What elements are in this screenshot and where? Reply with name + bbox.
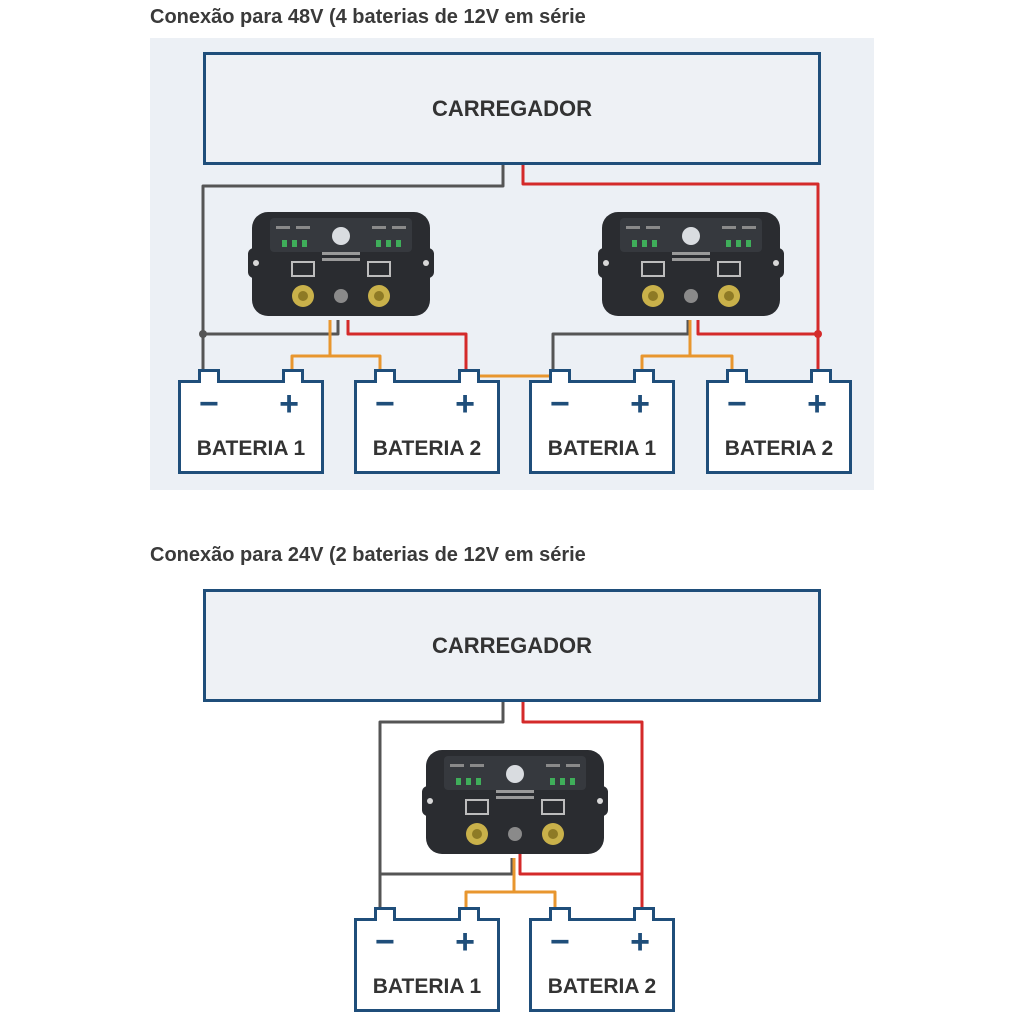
plus-icon: + — [279, 385, 299, 423]
charger-box-48v: CARREGADOR — [203, 52, 821, 165]
minus-icon: − — [550, 923, 570, 961]
negative-terminal — [726, 369, 748, 383]
positive-terminal — [282, 369, 304, 383]
battery-label: BATERIA 1 — [547, 437, 657, 460]
battery-2-24v: − + BATERIA 2 — [529, 907, 675, 1012]
diagram-48v-title: Conexão para 48V (4 baterias de 12V em s… — [150, 6, 586, 28]
negative-terminal — [549, 369, 571, 383]
charger-box-24v: CARREGADOR — [203, 589, 821, 702]
diagram-24v-title: Conexão para 24V (2 baterias de 12V em s… — [150, 544, 586, 566]
plus-icon: + — [455, 385, 475, 423]
minus-icon: − — [375, 923, 395, 961]
battery-label: BATERIA 2 — [372, 437, 482, 460]
battery-4-48v: − + BATERIA 2 — [706, 369, 852, 474]
negative-terminal — [198, 369, 220, 383]
plus-icon: + — [807, 385, 827, 423]
minus-icon: − — [727, 385, 747, 423]
battery-1-24v: − + BATERIA 1 — [354, 907, 500, 1012]
wires-24v — [378, 702, 644, 910]
battery-3-48v: − + BATERIA 1 — [529, 369, 675, 474]
minus-icon: − — [550, 385, 570, 423]
positive-terminal — [458, 907, 480, 921]
battery-2-48v: − + BATERIA 2 — [354, 369, 500, 474]
positive-terminal — [633, 907, 655, 921]
equalizer-module-24v — [421, 749, 609, 855]
negative-terminal — [374, 907, 396, 921]
wires-48v — [201, 165, 820, 378]
charger-label: CARREGADOR — [431, 95, 593, 121]
battery-label: BATERIA 2 — [724, 437, 834, 460]
minus-icon: − — [375, 385, 395, 423]
negative-terminal — [549, 907, 571, 921]
positive-terminal — [458, 369, 480, 383]
positive-terminal — [633, 369, 655, 383]
charger-label: CARREGADOR — [431, 632, 593, 658]
equalizer-module-left-48v — [247, 211, 435, 317]
minus-icon: − — [199, 385, 219, 423]
equalizer-module-right-48v — [597, 211, 785, 317]
battery-label: BATERIA 2 — [547, 975, 657, 998]
battery-1-48v: − + BATERIA 1 — [178, 369, 324, 474]
battery-label: BATERIA 1 — [196, 437, 306, 460]
plus-icon: + — [630, 923, 650, 961]
positive-terminal — [810, 369, 832, 383]
plus-icon: + — [455, 923, 475, 961]
plus-icon: + — [630, 385, 650, 423]
negative-terminal — [374, 369, 396, 383]
battery-label: BATERIA 1 — [372, 975, 482, 998]
